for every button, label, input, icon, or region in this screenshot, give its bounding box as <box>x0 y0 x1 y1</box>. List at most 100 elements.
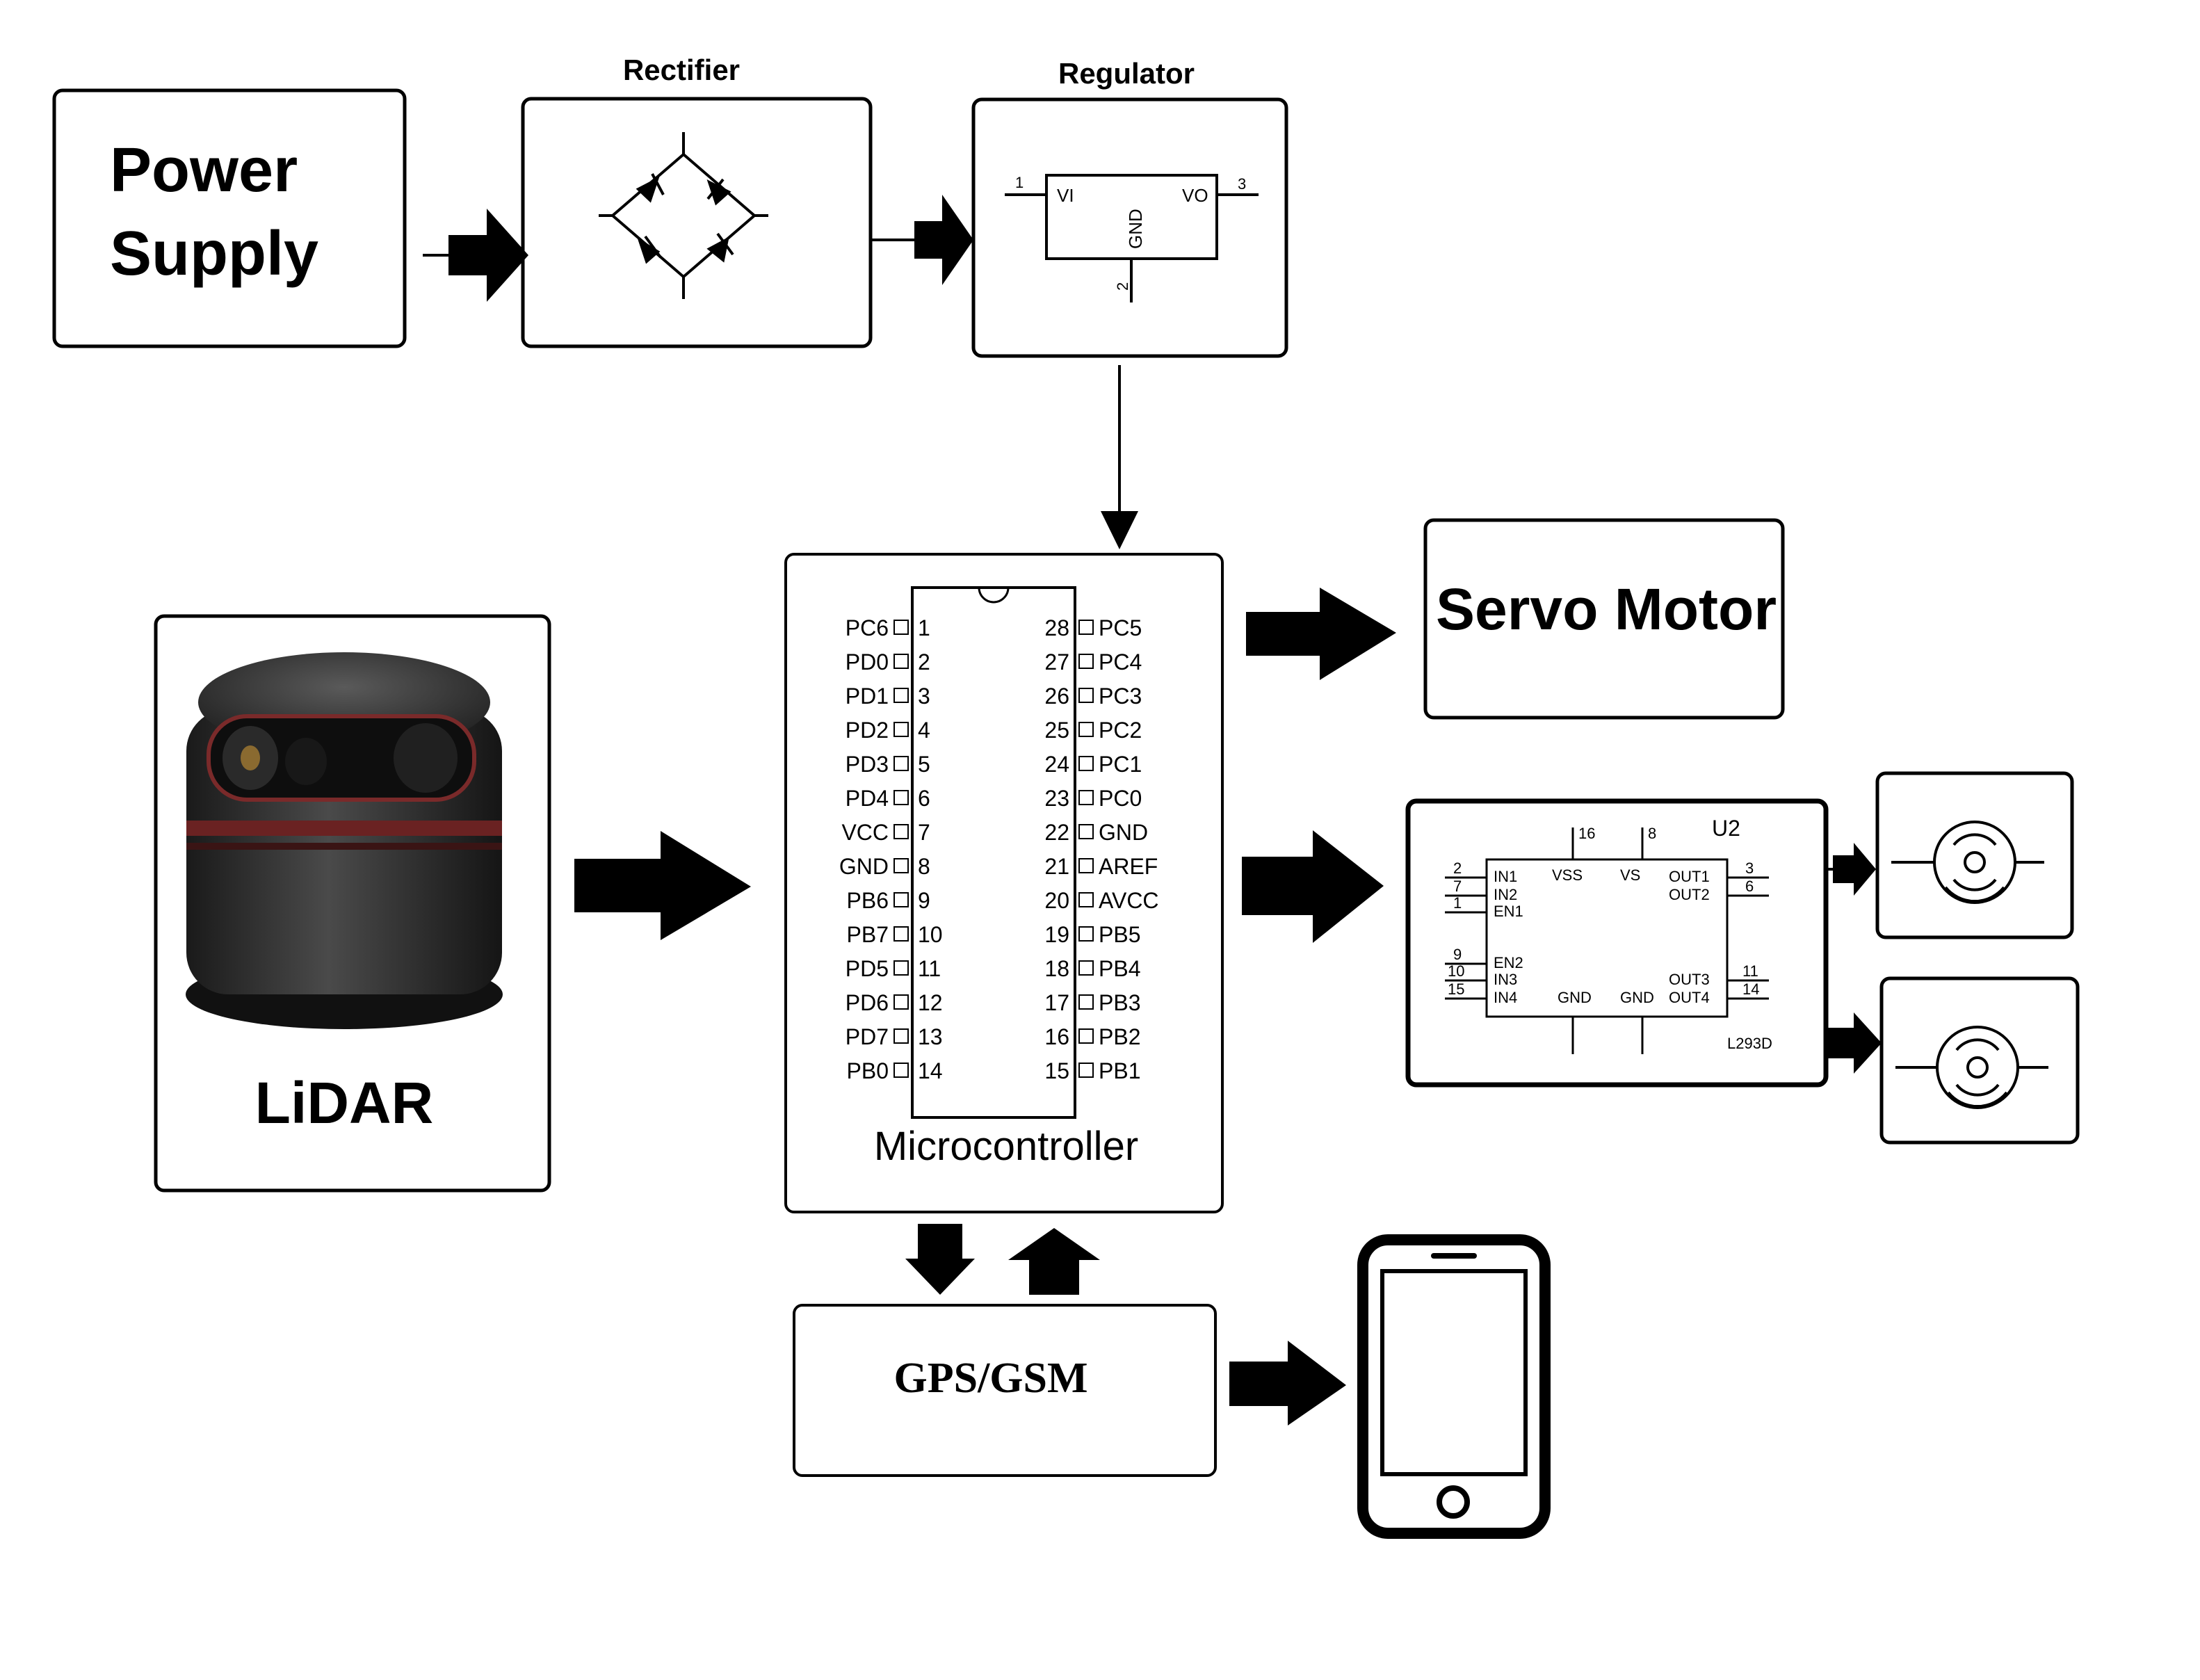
ic-pin-pad <box>1078 926 1094 942</box>
ic-pin-number: 17 <box>1044 990 1069 1015</box>
label-in3: IN3 <box>1494 971 1517 988</box>
ic-pin-number: 9 <box>918 888 930 913</box>
ic-pin-pad <box>1078 756 1094 771</box>
ic-pin-right: 27 PC4 <box>1044 649 1142 675</box>
pin-15: 15 <box>1448 980 1464 998</box>
regulator-pin3: 3 <box>1238 175 1246 193</box>
ic-pin-name: PD4 <box>846 786 889 811</box>
ic-pin-name: PD7 <box>846 1024 889 1049</box>
motor-driver-ref: U2 <box>1712 816 1740 841</box>
dc-motor-icon <box>1891 821 2044 904</box>
arrow-mcu-to-gps <box>905 1224 975 1295</box>
atmega-ic-chip <box>911 586 1076 1119</box>
arrow-mcu-to-servo <box>1246 588 1396 680</box>
ic-pin-pad <box>893 688 909 703</box>
ic-pin-name: PB0 <box>847 1058 889 1083</box>
ic-pin-pad <box>893 722 909 737</box>
ic-pin-number: 1 <box>918 615 930 640</box>
ic-pin-number: 20 <box>1044 888 1069 913</box>
ic-pin-pad <box>893 654 909 669</box>
arrow-lidar-to-microcontroller <box>574 831 751 940</box>
motor-driver-block: U2 16 8 VSS VS IN1 IN2 EN1 EN2 IN3 IN4 O… <box>1405 798 1829 1088</box>
ic-pin-pad <box>893 926 909 942</box>
pin-9: 9 <box>1453 946 1462 963</box>
ic-pin-pad <box>893 620 909 635</box>
regulator-gnd: GND <box>1125 209 1146 249</box>
pin-11: 11 <box>1742 962 1758 980</box>
label-vss: VSS <box>1552 866 1583 884</box>
label-in4: IN4 <box>1494 989 1517 1006</box>
ic-pin-name: PB3 <box>1099 990 1140 1015</box>
ic-pin-left: PB7 10 <box>847 922 943 947</box>
gps-gsm-label: GPS/GSM <box>893 1355 1087 1402</box>
pin-1: 1 <box>1453 894 1462 912</box>
ic-pin-pad <box>1078 620 1094 635</box>
smartphone-icon <box>1357 1234 1551 1539</box>
ic-pin-pad <box>1078 688 1094 703</box>
label-in2: IN2 <box>1494 886 1517 903</box>
ic-pin-number: 11 <box>918 956 941 981</box>
ic-pin-pad <box>1078 1028 1094 1044</box>
ic-pin-pad <box>1078 1063 1094 1078</box>
ic-pin-left: PD7 13 <box>846 1024 943 1049</box>
label-out1: OUT1 <box>1669 868 1710 885</box>
ic-pin-right: 22 GND <box>1044 820 1148 845</box>
ic-pin-right: 23 PC0 <box>1044 786 1142 811</box>
ic-pin-name: GND <box>1099 820 1148 845</box>
ic-pin-name: PC4 <box>1099 649 1142 675</box>
ic-pin-number: 22 <box>1044 820 1069 845</box>
ic-pin-pad <box>1078 790 1094 805</box>
gps-gsm-block: GPS/GSM <box>793 1304 1217 1477</box>
ic-pin-left: PD1 3 <box>846 684 930 709</box>
regulator-block: Regulator VI VO GND 1 3 2 <box>971 57 1288 358</box>
label-out2: OUT2 <box>1669 886 1710 903</box>
label-en1: EN1 <box>1494 903 1523 920</box>
ic-pin-name: PD1 <box>846 684 889 709</box>
ic-pin-name: PD3 <box>846 752 889 777</box>
ic-pin-number: 3 <box>918 684 930 709</box>
arrow-driver-to-motor-1 <box>1826 843 1876 896</box>
ic-pin-number: 10 <box>918 922 943 947</box>
ic-pin-pad <box>893 994 909 1010</box>
ic-pin-name: PD5 <box>846 956 889 981</box>
label-gnd-a: GND <box>1558 989 1592 1006</box>
regulator-vo: VO <box>1182 185 1208 206</box>
ic-pin-number: 21 <box>1044 854 1069 879</box>
pin-3: 3 <box>1745 859 1754 877</box>
ic-pin-pad <box>893 1063 909 1078</box>
ic-pin-name: PC6 <box>846 615 889 640</box>
ic-pin-number: 27 <box>1044 649 1069 675</box>
ic-pin-name: PB4 <box>1099 956 1140 981</box>
pin-16: 16 <box>1578 825 1595 842</box>
ic-pin-number: 26 <box>1044 684 1069 709</box>
ic-pin-number: 23 <box>1044 786 1069 811</box>
ic-pin-name: AREF <box>1099 854 1158 879</box>
arrow-regulator-to-microcontroller <box>1101 365 1138 549</box>
ic-pin-pad <box>1078 892 1094 907</box>
regulator-title: Regulator <box>1058 57 1195 90</box>
lidar-sensor-image <box>186 652 503 1029</box>
regulator-vi: VI <box>1057 185 1074 206</box>
ic-pin-name: GND <box>839 854 889 879</box>
ic-pin-name: PC5 <box>1099 615 1142 640</box>
regulator-pin2: 2 <box>1114 282 1131 291</box>
ic-pin-right: 17 PB3 <box>1044 990 1140 1015</box>
ic-pin-name: VCC <box>841 820 889 845</box>
ic-pin-number: 13 <box>918 1024 943 1049</box>
ic-pin-name: PC0 <box>1099 786 1142 811</box>
ic-pin-name: PB7 <box>847 922 889 947</box>
